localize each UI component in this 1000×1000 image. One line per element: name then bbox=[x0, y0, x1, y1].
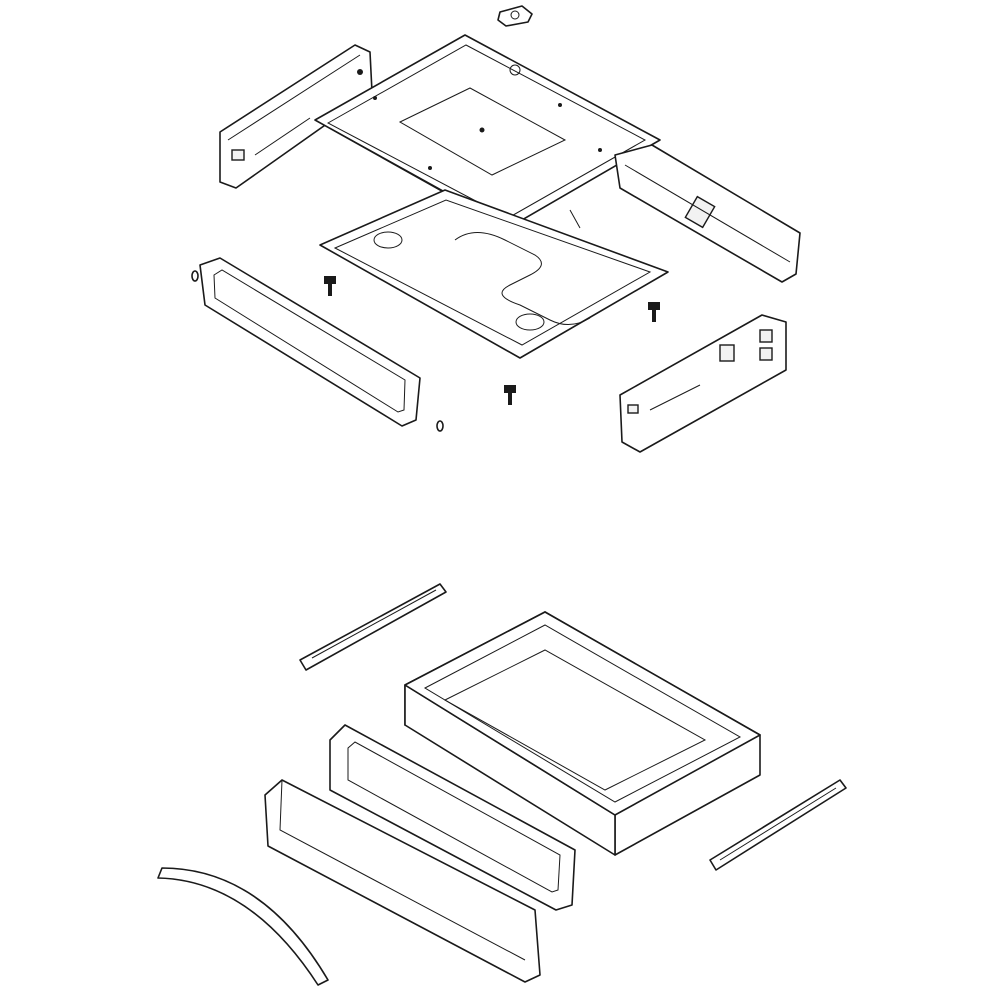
bake-element-tray[interactable] bbox=[319, 189, 669, 359]
drawer-handle[interactable] bbox=[157, 867, 329, 986]
right-drawer-rail[interactable] bbox=[709, 779, 847, 871]
warming-drawer-assembly bbox=[157, 583, 847, 986]
drawer-box[interactable] bbox=[404, 611, 761, 856]
leveling-leg[interactable] bbox=[324, 276, 336, 296]
oven-base-assembly bbox=[191, 5, 801, 453]
left-side-panel[interactable] bbox=[219, 44, 373, 189]
screw[interactable] bbox=[191, 270, 199, 282]
front-frame[interactable] bbox=[199, 257, 421, 427]
screw[interactable] bbox=[436, 420, 444, 432]
leveling-leg[interactable] bbox=[504, 385, 516, 405]
leveling-leg[interactable] bbox=[648, 302, 660, 322]
back-panel[interactable] bbox=[614, 144, 801, 283]
right-side-panel[interactable] bbox=[619, 314, 787, 453]
left-drawer-rail[interactable] bbox=[299, 583, 447, 671]
gasket[interactable] bbox=[497, 5, 533, 27]
drawer-front-panel[interactable] bbox=[264, 779, 541, 983]
drawer-front-frame[interactable] bbox=[329, 724, 576, 911]
